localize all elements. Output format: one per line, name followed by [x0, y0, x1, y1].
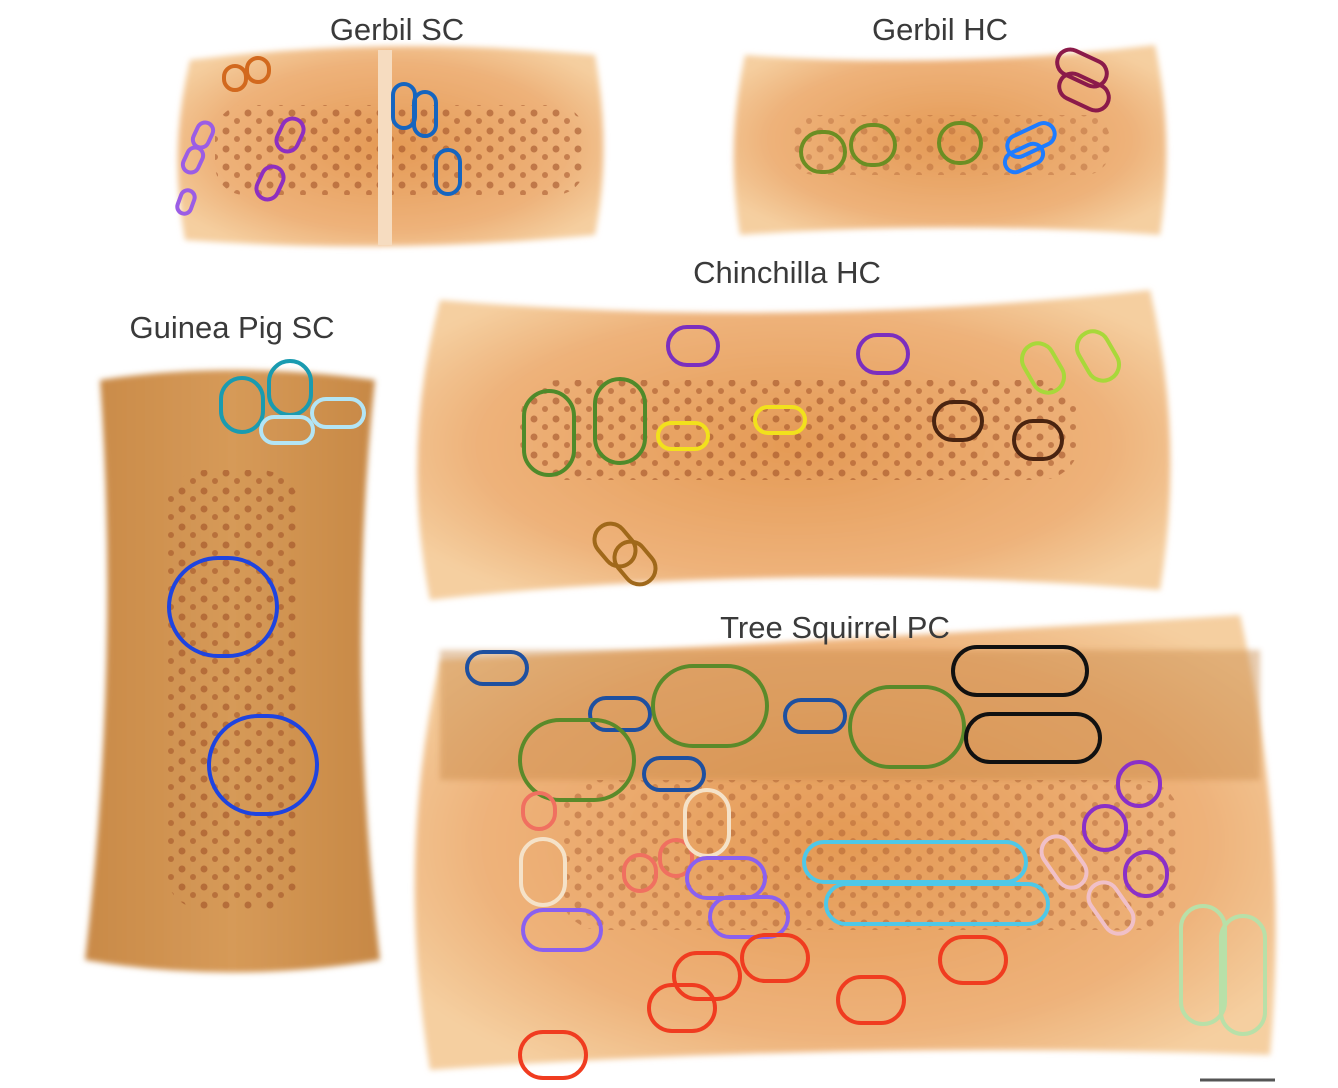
cell-group-outline [1039, 834, 1089, 890]
cell-group-outline [310, 397, 366, 429]
cell-group-outline [518, 1030, 588, 1080]
cell-group-outline [1075, 329, 1121, 383]
cell-group-outline [740, 933, 810, 983]
cell-group-outline [219, 376, 265, 434]
cell-group-outline [1123, 850, 1169, 898]
cell-group-outline [1179, 904, 1227, 1026]
cell-group-outline [254, 164, 286, 202]
cell-band [560, 780, 1180, 930]
cell-group-outline [783, 698, 847, 734]
panel-title: Gerbil SC [330, 12, 464, 47]
panel-title: Chinchilla HC [693, 255, 881, 290]
cell-group-outline [259, 415, 315, 445]
cell-group-outline [434, 148, 462, 196]
cell-group-outline [651, 664, 769, 748]
cell-group-outline [964, 712, 1102, 764]
cell-group-outline [1057, 71, 1111, 113]
cell-group-outline [1116, 760, 1162, 808]
cell-group-outline [1020, 341, 1066, 395]
cell-group-outline [799, 130, 847, 174]
cell-group-outline [666, 325, 720, 367]
cell-group-outline [167, 556, 279, 658]
cell-group-outline [1002, 141, 1046, 175]
cell-group-outline [951, 645, 1089, 697]
cell-group-outline [519, 837, 567, 907]
cell-group-outline [207, 714, 319, 816]
cell-group-outline [521, 791, 557, 831]
cell-group-outline [642, 756, 706, 792]
panel-title: Guinea Pig SC [129, 310, 334, 345]
cell-group-outline [465, 650, 529, 686]
cell-group-outline [592, 521, 638, 569]
cell-group-outline [938, 935, 1008, 985]
cell-group-outline [1086, 880, 1136, 936]
panel-title: Tree Squirrel PC [720, 610, 950, 645]
cell-group-outline [522, 389, 576, 477]
cell-group-outline [848, 685, 966, 769]
cell-group-outline [175, 188, 197, 216]
cell-band [165, 470, 300, 910]
cell-group-outline [932, 400, 984, 442]
cell-group-outline [518, 718, 636, 802]
cell-group-outline [245, 56, 271, 84]
panel-title: Gerbil HC [872, 12, 1008, 47]
cell-group-outline [180, 145, 206, 175]
cell-group-outline [672, 951, 742, 1001]
cell-group-outline [612, 539, 658, 587]
cell-group-outline [1082, 804, 1128, 852]
cell-group-outline [1055, 47, 1109, 89]
cell-outlines [167, 47, 1267, 1080]
cell-group-outline [856, 333, 910, 375]
cell-group-outline [1005, 121, 1057, 159]
cell-group-outline [593, 377, 647, 465]
cell-group-outline [412, 90, 438, 138]
cell-group-outline [656, 421, 710, 451]
cell-group-outline [274, 116, 306, 154]
cell-group-outline [1219, 914, 1267, 1036]
cell-group-outline [658, 838, 694, 878]
cell-group-outline [521, 908, 603, 952]
panel-gerbil-sc: Gerbil SC [177, 12, 604, 247]
cell-group-outline [753, 405, 807, 435]
cell-group-outline [708, 895, 790, 939]
cell-group-outline [647, 983, 717, 1033]
cell-group-outline [849, 123, 897, 167]
cell-group-outline [824, 882, 1050, 926]
cell-group-outline [222, 64, 248, 92]
cell-group-outline [1012, 419, 1064, 461]
cell-group-outline [836, 975, 906, 1025]
cell-group-outline [937, 121, 983, 165]
tissue-split [378, 50, 392, 245]
panel-guinea-pig-sc: Guinea Pig SC [85, 310, 380, 973]
cell-group-outline [622, 853, 658, 893]
cell-band [215, 105, 585, 195]
